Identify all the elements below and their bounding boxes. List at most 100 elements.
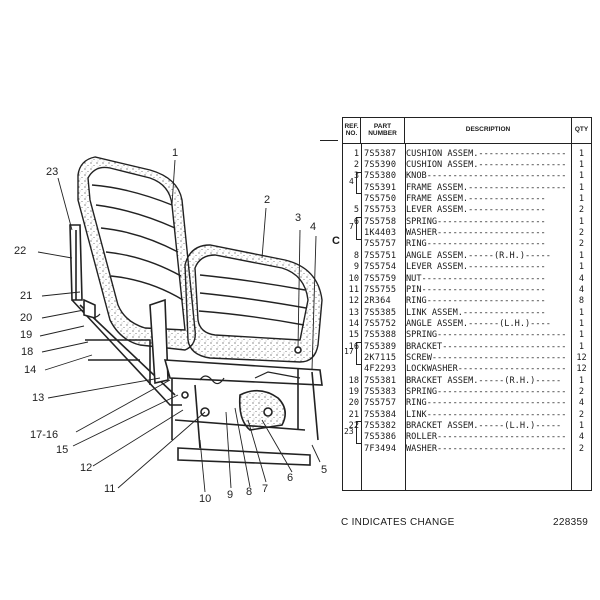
row-description: LINK--------------------------- xyxy=(406,409,567,420)
callout-3: 3 xyxy=(295,212,302,224)
row-ref: 8 xyxy=(353,250,359,261)
callout-2: 2 xyxy=(264,194,271,206)
row-description: FRAME ASSEM.------------------- xyxy=(406,182,567,193)
row-description: SCREW-------------------------- xyxy=(406,352,567,363)
callout-18: 18 xyxy=(21,346,34,358)
callout-23: 23 xyxy=(46,166,59,178)
row-qty: 1 xyxy=(578,194,585,205)
row-qty: 1 xyxy=(578,375,585,386)
callout-11: 11 xyxy=(104,483,116,495)
row-qty: 4 xyxy=(578,284,585,295)
row-description: ANGLE ASSEM.------(L.H.)---- xyxy=(406,318,551,329)
seat-bottom-cushion xyxy=(184,244,323,363)
row-qty: 1 xyxy=(578,318,585,329)
row-ref: 1 xyxy=(353,148,359,159)
row-part-number: 7S5389 xyxy=(364,341,397,352)
callout-14: 14 xyxy=(24,364,37,376)
row-qty: 4 xyxy=(578,432,585,443)
document-number: 228359 xyxy=(553,517,589,528)
row-part-number: 7S5753 xyxy=(364,205,397,216)
row-part-number: 7S5757 xyxy=(364,398,397,409)
row-qty: 2 xyxy=(578,205,585,216)
row-qty: 12 xyxy=(576,364,587,375)
row-ref: 10 xyxy=(348,273,359,284)
row-part-number: 7S5384 xyxy=(364,409,397,420)
row-description: WASHER------------------------- xyxy=(406,443,567,454)
row-part-number: 7S5758 xyxy=(364,216,397,227)
row-description: RING----------------------- xyxy=(406,296,546,307)
row-part-number: 7S5751 xyxy=(364,250,397,261)
callout-12: 12 xyxy=(80,462,93,474)
row-description: BRACKET------------------------ xyxy=(406,341,567,352)
header-part-number: PART NUMBER xyxy=(361,118,405,143)
row-ref: 19 xyxy=(348,387,359,398)
row-description: LEVER ASSEM.--------------- xyxy=(406,205,546,216)
row-description: SPRING------------------------- xyxy=(406,330,567,341)
row-part-number: 4F2293 xyxy=(364,364,397,375)
row-part-number: 7S5388 xyxy=(364,330,397,341)
row-qty: 4 xyxy=(578,398,585,409)
row-description: SPRING------------------------- xyxy=(406,387,567,398)
row-ref: 11 xyxy=(348,284,359,295)
callout-7: 7 xyxy=(262,483,269,495)
row-part-number: 7S5754 xyxy=(364,262,397,273)
callout-9: 9 xyxy=(227,489,234,501)
row-qty: 1 xyxy=(578,250,585,261)
row-qty: 1 xyxy=(578,182,585,193)
row-description: CUSHION ASSEM.----------------- xyxy=(406,160,567,171)
row-ref: 18 xyxy=(348,375,359,386)
row-description: BRACKET ASSEM.-----(R.H.)----- xyxy=(406,375,562,386)
row-ref: 5 xyxy=(353,205,359,216)
row-ref: 2 xyxy=(353,160,359,171)
row-ref: 22 xyxy=(348,421,359,432)
callout-1: 1 xyxy=(172,147,179,159)
row-qty: 2 xyxy=(578,239,585,250)
group-ref-number: 4 xyxy=(349,177,354,187)
row-ref: 15 xyxy=(348,330,359,341)
row-description: CUSHION ASSEM.----------------- xyxy=(406,148,567,159)
row-description: LINK ASSEM.---------------- xyxy=(406,307,546,318)
table-row: 16 7S5389 BRACKET------------------------ 1 xyxy=(343,341,591,352)
row-ref: 16 xyxy=(348,341,359,352)
row-part-number: 7S5752 xyxy=(364,318,397,329)
row-qty: 1 xyxy=(578,148,585,159)
row-part-number: 7S5390 xyxy=(364,160,397,171)
callout-13: 13 xyxy=(32,392,45,404)
row-qty: 2 xyxy=(578,443,585,454)
row-qty: 1 xyxy=(578,330,585,341)
table-row: 4F2293 LOCKWASHER--------------------- 12 xyxy=(343,364,591,375)
row-part-number: 7S5759 xyxy=(364,273,397,284)
table-row: 14 7S5752 ANGLE ASSEM.------(L.H.)---- 1 xyxy=(343,318,591,329)
callout-4: 4 xyxy=(310,221,317,233)
callout-20: 20 xyxy=(20,312,33,324)
row-part-number: 7F3494 xyxy=(364,443,397,454)
row-description: WASHER--------------------- xyxy=(406,228,546,239)
row-description: LEVER ASSEM.--------------- xyxy=(406,262,546,273)
row-ref: 14 xyxy=(348,318,359,329)
callout-5: 5 xyxy=(321,464,328,476)
row-part-number: 7S5755 xyxy=(364,284,397,295)
table-header: REF. NO. PART NUMBER DESCRIPTION QTY xyxy=(343,118,591,144)
row-qty: 1 xyxy=(578,341,585,352)
group-ref-number: 7 xyxy=(349,222,354,232)
callout-19: 19 xyxy=(20,329,33,341)
change-indicator-line xyxy=(320,140,338,141)
row-part-number: 7S5383 xyxy=(364,387,397,398)
header-ref: REF. NO. xyxy=(343,118,361,143)
row-qty: 4 xyxy=(578,273,585,284)
row-description: LOCKWASHER--------------------- xyxy=(406,364,567,375)
